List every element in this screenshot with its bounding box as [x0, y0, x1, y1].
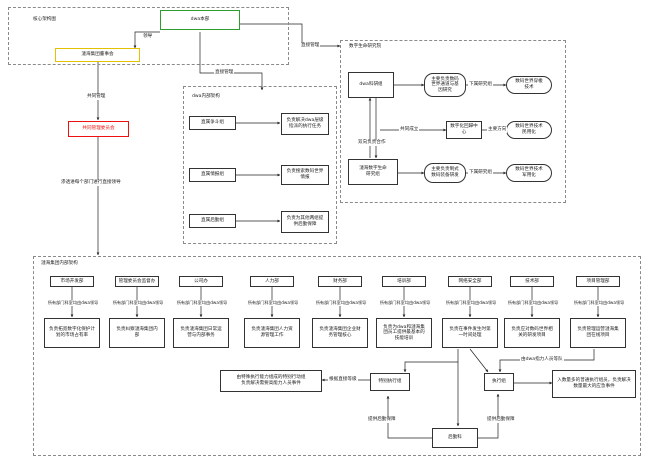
- board-node: 漣海集团董事会: [55, 48, 140, 62]
- dept-relation-label: 所有部门科室均由dwa领导: [107, 300, 169, 306]
- digital-center-node: 数字化回歸中 心: [446, 121, 482, 139]
- dwa-fight-desc: 负责解决dwa层级 指派的执行任务: [281, 113, 329, 135]
- region-lianhai-internal: [33, 256, 641, 456]
- dept-node: 培训部: [382, 276, 426, 287]
- dept-relation-label: 所有部门科室均由dwa领导: [440, 300, 502, 306]
- dept-node: 技术部: [510, 276, 554, 287]
- lh-lab-node: 漣海数字生命 研究组: [348, 159, 398, 185]
- dwa-intel-node: 直属情报组: [189, 168, 236, 182]
- dept-desc: 负责拓宽数字化保护计 划的市场占有率: [44, 318, 100, 348]
- lh-lab-desc: 主要负责制式 数码装备研发: [424, 163, 466, 183]
- edge-label-rank-ref: 根据直接等级: [328, 377, 358, 383]
- region-lianhai-internal-label: 漣海集团内部架构: [41, 261, 78, 266]
- reserve-node: 后勤科: [432, 428, 478, 448]
- edge-label-lab-to-digital: 双向负责合作: [357, 140, 387, 146]
- dept-node: 项目管理部: [576, 276, 620, 287]
- edge-label-support-1: 提供后勤保障: [367, 417, 397, 423]
- dept-desc: 负责漣海集团日常运 营与内部事务: [173, 318, 229, 348]
- edge-label-lead: 领导: [142, 34, 154, 40]
- dept-node: 管理委员会监督办: [115, 276, 159, 287]
- exec-team-desc: 入数量多的普通执行组员，负责解决 数量最大的应急事件: [552, 370, 636, 398]
- digital-center-target: 数码世界技术 民用化: [506, 121, 552, 139]
- dept-relation-label: 所有部门科室均由dwa领导: [42, 300, 104, 306]
- dept-relation-label: 所有部门科室均由dwa领导: [568, 300, 630, 306]
- edge-label-lower-research-2: 下属研究组: [468, 170, 493, 176]
- dept-desc: 负责纠察漣海集团内 部: [109, 318, 165, 348]
- dept-node: 人力部: [250, 276, 294, 287]
- dwa-logistics-desc: 负责为其他两组提 供后勤保障: [281, 211, 329, 233]
- region-core-label: 核心架构图: [33, 17, 56, 22]
- dept-relation-label: 所有部门科室均由dwa领导: [242, 300, 304, 306]
- dwa-lab-target: 数码世界穿梭 技术: [506, 76, 552, 94]
- dwa-lab-desc: 主要负责数码 世界通道与基 因研究: [424, 73, 466, 97]
- edge-label-shared-lead: 渗透进每个部门进行直接领导: [60, 180, 122, 186]
- joint-committee-node: 共同管理委员会: [68, 121, 129, 137]
- dept-desc: 负责管理运营漣海集 团在线项目: [570, 318, 626, 348]
- dept-relation-label: 所有部门科室均由dwa领导: [171, 300, 233, 306]
- dwa-fight-node: 直属争斗组: [189, 116, 236, 130]
- dept-node: 网络安全部: [448, 276, 492, 287]
- dwa-intel-desc: 负责搜索数码世界 情报: [281, 165, 329, 185]
- dept-desc: 负责漣海集团人力资 源管理工作: [244, 318, 300, 348]
- dwa-logistics-node: 直属后勤组: [189, 214, 236, 228]
- edge-label-support-2: 提供后勤保障: [486, 417, 516, 423]
- exec-team-node: 执行组: [484, 373, 514, 391]
- dept-node: 公司办: [179, 276, 223, 287]
- dept-desc: 负责为dwa和漣海集 团员工提供最基本的 技能培训: [376, 318, 432, 348]
- region-dwa-internal-label: dwa内部架构: [192, 94, 220, 99]
- edge-label-dwa-personnel: 由dwa指力人员等队: [520, 357, 564, 363]
- region-core: [8, 7, 289, 65]
- edge-label-direct-mgmt-1: 直接管理: [300, 43, 321, 49]
- dwa-lab-node: dwa科研组: [348, 72, 394, 98]
- special-team-node: 特别执行组: [370, 373, 410, 391]
- dept-desc: 负责在事件发生时第 一时间处理: [442, 318, 498, 348]
- region-digital-institute: [340, 40, 566, 203]
- edge-label-direct-mgmt-2: 直接管理: [214, 70, 235, 76]
- dept-relation-label: 所有部门科室均由dwa领导: [502, 300, 564, 306]
- region-digital-institute-label: 数字生命研究院: [349, 44, 382, 49]
- dept-desc: 负责漣海集团企业财 务管理核心: [312, 318, 368, 348]
- edge-label-main-direction: 主要方向: [487, 127, 508, 133]
- special-team-desc: 由特殊执行能力组成的特别行动组 负责解决需要高能力人员事件: [220, 370, 322, 392]
- dept-relation-label: 所有部门科室均由dwa领导: [374, 300, 436, 306]
- dept-node: 市场开发部: [50, 276, 94, 287]
- edge-label-co-found: 共同成立: [399, 127, 420, 133]
- dept-desc: 负责应对数码世界相 关的研发项目: [504, 318, 560, 348]
- edge-label-shared-mgmt: 共同管理: [86, 94, 107, 100]
- dwa-hq-node: dwa本部: [160, 10, 240, 30]
- dept-relation-label: 所有部门科室均由dwa领导: [310, 300, 372, 306]
- dept-node: 财务部: [318, 276, 362, 287]
- edge-label-lower-research-1: 下属研究组: [468, 82, 493, 88]
- lh-lab-target: 数码世界技术 军用化: [506, 164, 552, 182]
- region-dwa-internal: [183, 86, 337, 244]
